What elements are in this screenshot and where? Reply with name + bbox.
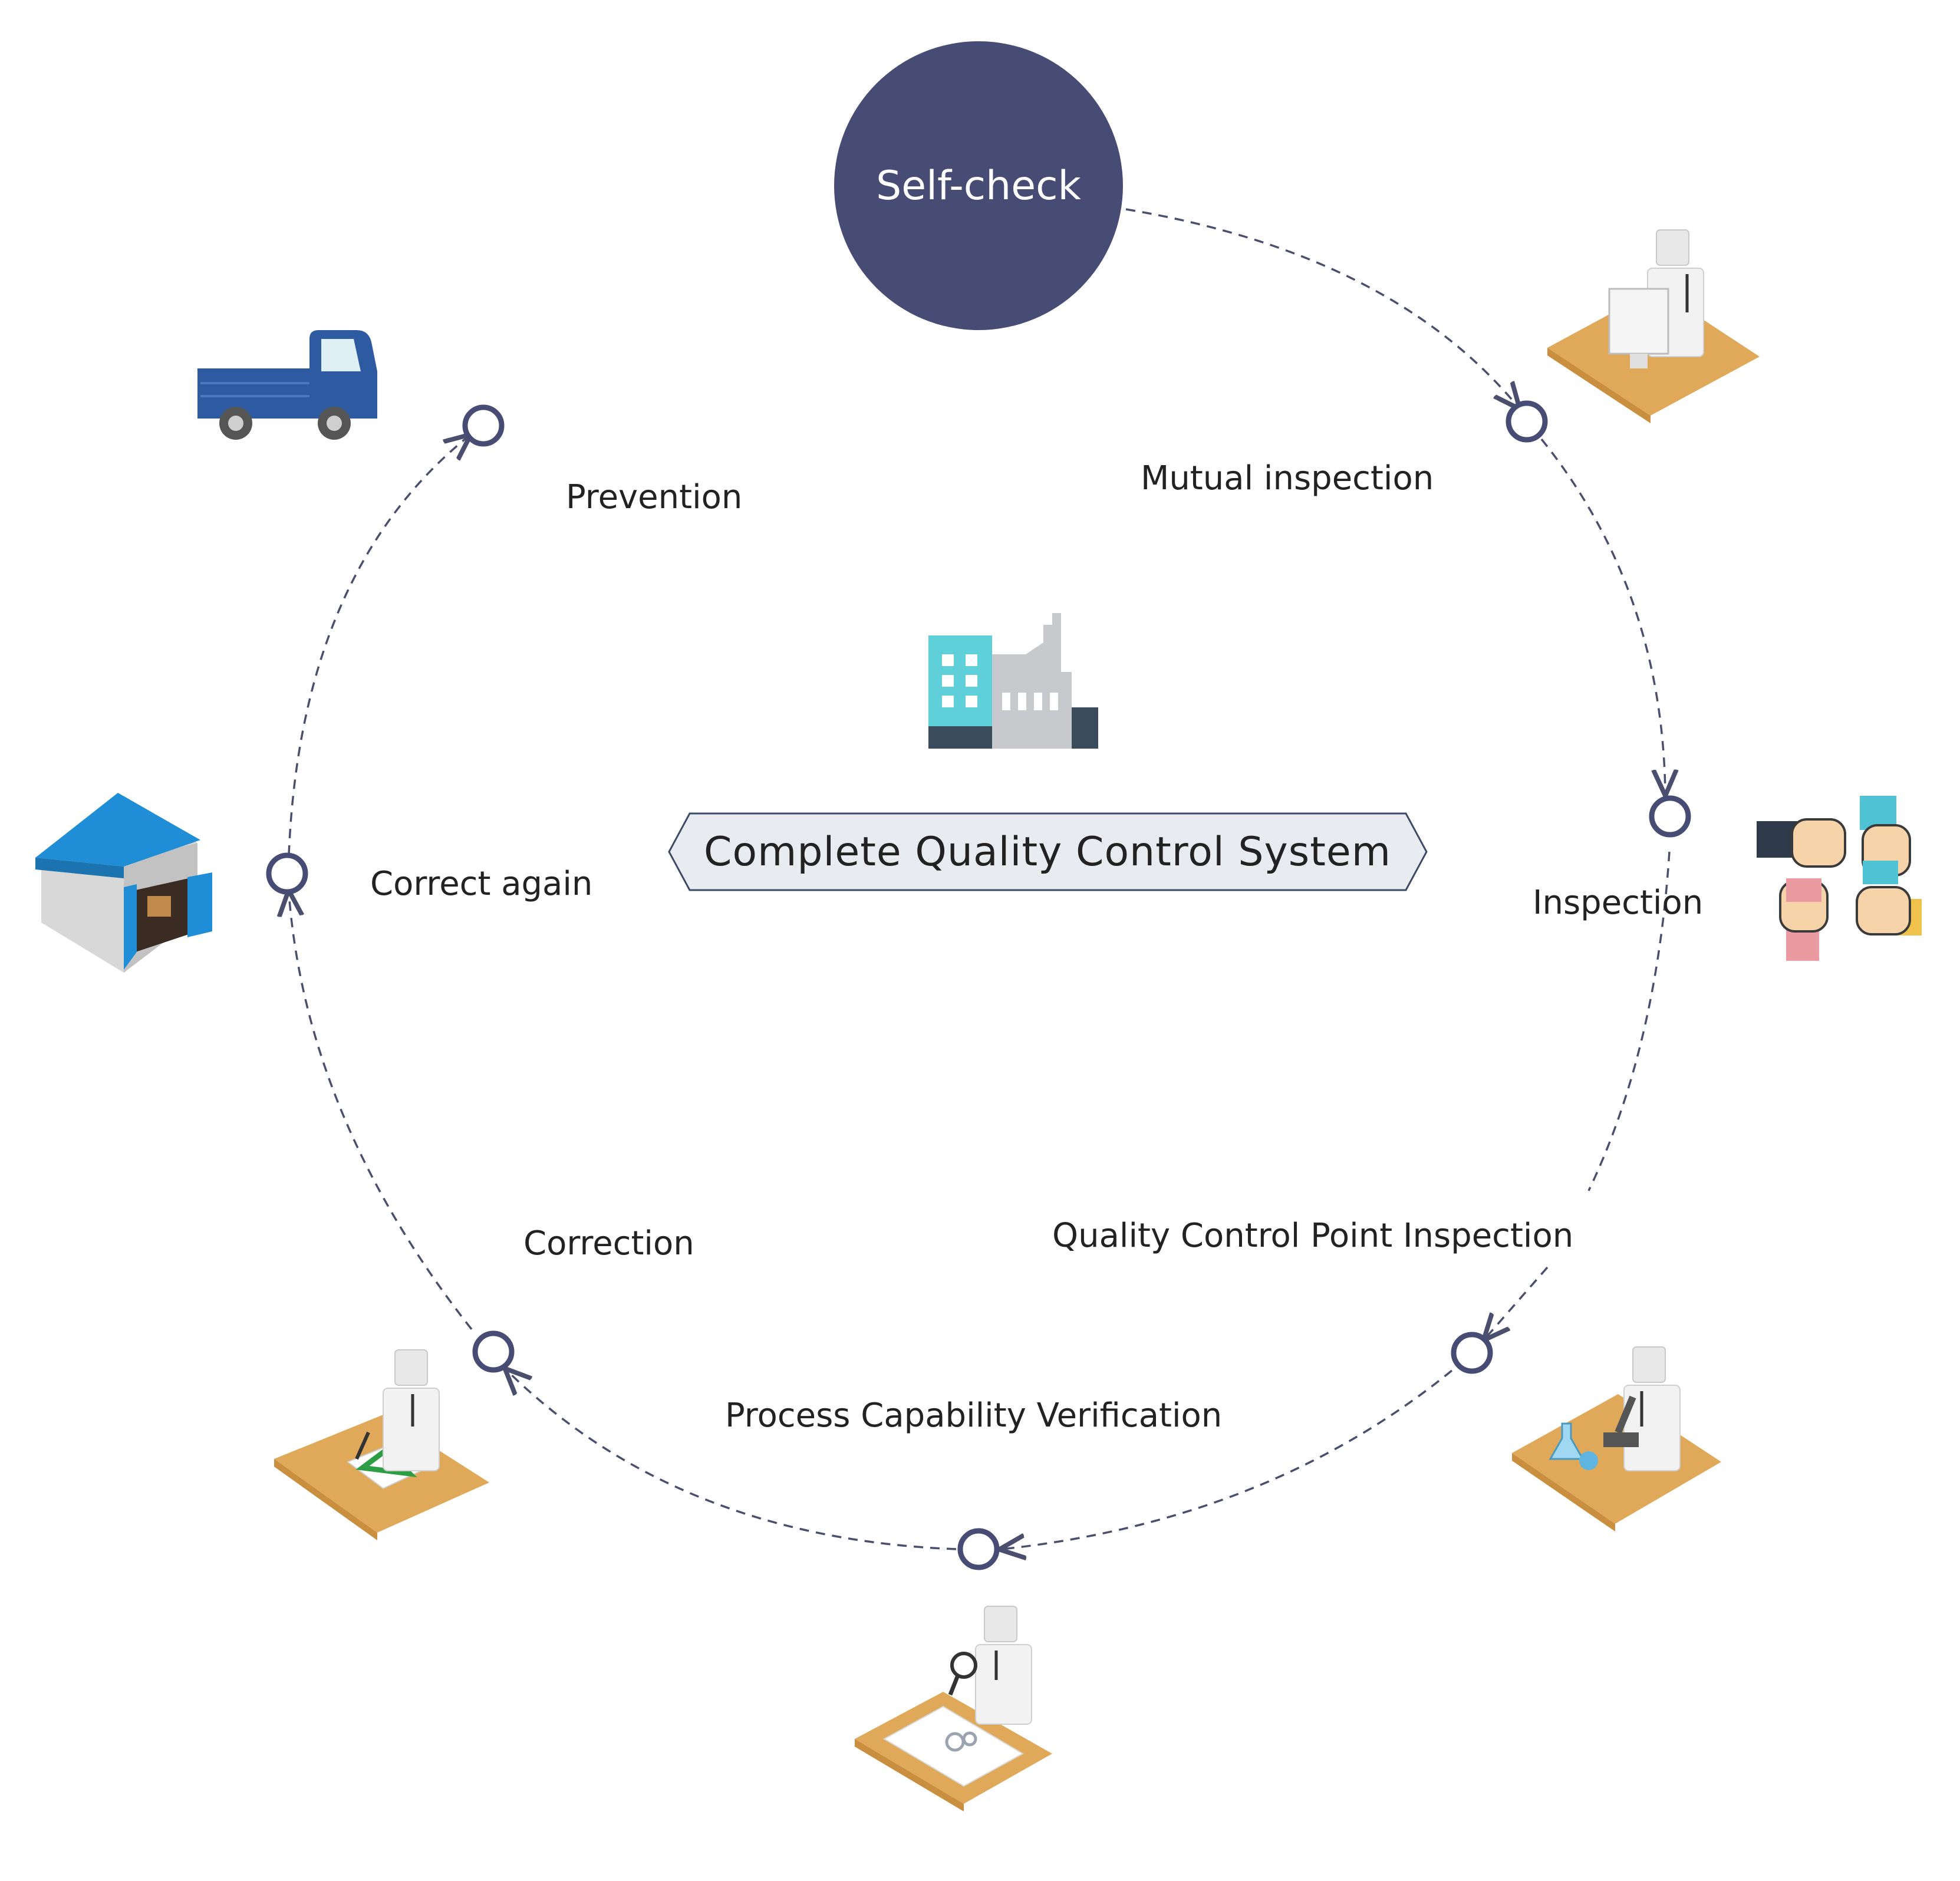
label-process-capability: Process Capability Verification — [725, 1396, 1222, 1435]
cycle-connectors — [288, 208, 1671, 1549]
center-banner: Complete Quality Control System — [668, 812, 1428, 891]
connector-inspection-to-qcp — [1587, 851, 1671, 1191]
node-correction — [472, 1330, 515, 1373]
worker-with-microscope-icon — [1512, 1346, 1721, 1531]
worker-drafting-icon — [274, 1349, 489, 1540]
warehouse-icon — [35, 793, 212, 973]
connector-correction-to-correctagain — [289, 893, 473, 1330]
node-process-capability — [957, 1528, 1000, 1570]
connector-mutual-to-inspection — [1540, 438, 1665, 793]
cycle-nodes — [266, 400, 1691, 1570]
node-correct-again — [266, 852, 308, 895]
step-labels: Mutual inspection Inspection Quality Con… — [370, 459, 1703, 1435]
node-prevention — [462, 404, 505, 447]
node-inspection — [1649, 795, 1691, 838]
factory-icon — [928, 613, 1098, 749]
worker-with-magnifier-icon — [855, 1606, 1052, 1811]
node-quality-control-point — [1451, 1332, 1493, 1374]
label-inspection: Inspection — [1533, 884, 1703, 922]
hub-label: Self-check — [876, 163, 1081, 209]
node-mutual-inspection — [1506, 400, 1548, 443]
label-mutual-inspection: Mutual inspection — [1141, 459, 1434, 498]
center-label: Complete Quality Control System — [704, 829, 1391, 875]
connector-correctagain-to-prevention — [288, 436, 469, 855]
delivery-truck-icon — [197, 330, 377, 440]
label-correct-again: Correct again — [370, 865, 592, 903]
label-prevention: Prevention — [566, 478, 742, 516]
self-check-hub: Self-check — [834, 41, 1123, 330]
label-quality-control-point: Quality Control Point Inspection — [1052, 1217, 1573, 1255]
connector-qcp-to-node — [1485, 1266, 1549, 1338]
joined-hands-icon — [1757, 796, 1922, 961]
label-correction: Correction — [523, 1224, 694, 1263]
connector-selfcheck-to-mutual — [1125, 208, 1518, 407]
worker-at-computer-icon — [1547, 229, 1760, 423]
connector-qcp-to-pcv — [1002, 1369, 1453, 1549]
